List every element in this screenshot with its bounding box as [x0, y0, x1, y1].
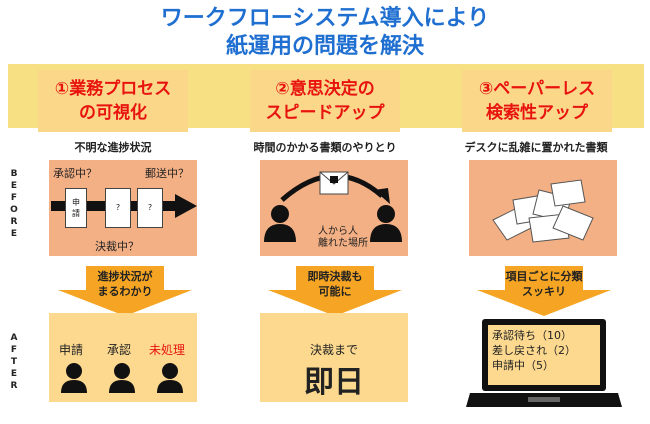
benefit-line: 進捗状況が	[97, 270, 153, 283]
side-before-letter: R	[10, 217, 18, 227]
person-icon	[370, 205, 402, 242]
problem-2: 時間のかかる書類のやりとり	[253, 141, 397, 154]
category-returned: 差し戻され（2）	[492, 344, 576, 357]
caption-line: 離れた場所	[318, 238, 368, 249]
header-speed: ②意思決定の スピードアップ	[250, 70, 400, 132]
side-after-letter: F	[10, 345, 18, 355]
doc-char: 請	[72, 209, 80, 218]
header-paperless-line1: ③ペーパーレス	[478, 79, 596, 99]
side-before-letter: F	[10, 193, 18, 203]
side-before: B E F O R E	[8, 168, 20, 240]
header-speed-line2: スピードアップ	[265, 103, 385, 123]
down-arrow-icon	[477, 266, 611, 316]
document-icon: ?	[105, 188, 131, 228]
before-box-2: 人から人 離れた場所	[260, 160, 408, 256]
side-after-letter: E	[10, 369, 18, 379]
title-line-2: 紙運用の問題を解決	[225, 34, 424, 59]
header-paperless: ③ペーパーレス 検索性アップ	[462, 70, 612, 132]
same-day-text: 即日	[304, 365, 364, 400]
doc-char: ?	[115, 203, 121, 212]
benefit-line: 即時決裁も	[307, 270, 363, 283]
benefit-line: 項目ごとに分類	[505, 270, 583, 283]
status-label-approved: 承認	[107, 343, 132, 357]
decision-label: 決裁まで	[309, 343, 358, 357]
person-icon	[109, 363, 135, 393]
person-icon	[264, 205, 296, 242]
side-after-letter: R	[10, 381, 18, 391]
person-icon	[61, 363, 87, 393]
after-box-2: 決裁まで 即日	[260, 313, 408, 402]
before-box-3	[469, 160, 617, 256]
arrowhead-icon	[374, 188, 390, 204]
laptop-screen-list: 承認待ち（10） 差し戻され（2） 申請中（5）	[492, 328, 576, 373]
benefit-3: 項目ごとに分類 スッキリ	[489, 269, 599, 299]
side-before-letter: E	[10, 229, 18, 239]
side-before-letter: E	[10, 181, 18, 191]
mailing-text: 郵送中？	[145, 167, 189, 180]
status-label-unprocessed: 未処理	[149, 343, 186, 357]
benefit-line: 可能に	[318, 285, 352, 298]
doc-char: 申	[72, 198, 80, 207]
category-applying: 申請中（5）	[492, 359, 554, 372]
document-icon: ?	[137, 188, 163, 228]
category-approval-waiting: 承認待ち（10）	[492, 329, 572, 342]
scattered-papers-icon	[492, 179, 594, 243]
benefit-1: 進捗状況が まるわかり	[70, 269, 180, 299]
benefit-line: スッキリ	[522, 285, 566, 298]
header-visibility-line2: の可視化	[79, 103, 147, 123]
before-box-1: 承認中？ 郵送中？ 申 請 ? ? 決裁中？	[49, 160, 197, 256]
down-arrow-icon	[58, 266, 192, 316]
caption-line: 人から人	[318, 226, 358, 237]
problem-1: 不明な進捗状況	[74, 141, 152, 154]
approving-text: 承認中？	[53, 167, 97, 180]
exchange-caption: 人から人 離れた場所	[318, 226, 368, 250]
problem-3: デスクに乱雑に置かれた書類	[464, 141, 608, 154]
laptop-icon	[466, 319, 622, 407]
status-label-applied: 申請	[59, 343, 84, 357]
exchange-illustration	[264, 171, 402, 242]
header-visibility-line1: ①業務プロセス	[54, 79, 172, 99]
deciding-text: 決裁中？	[95, 240, 139, 253]
side-before-letter: O	[10, 205, 18, 215]
header-paperless-line2: 検索性アップ	[486, 103, 588, 123]
header-visibility: ①業務プロセス の可視化	[38, 70, 188, 132]
down-arrow-icon	[268, 266, 402, 316]
title-line-1: ワークフローシステム導入により	[160, 6, 490, 31]
side-after: A F T E R	[8, 332, 20, 392]
doc-char: ?	[147, 203, 153, 212]
document-icon: 申 請	[65, 188, 87, 228]
benefit-2: 即時決裁も 可能に	[280, 269, 390, 299]
person-icon	[157, 363, 183, 393]
after-box-1: 申請 承認 未処理	[49, 313, 197, 402]
side-before-letter: B	[10, 169, 18, 179]
header-speed-line1: ②意思決定の	[275, 79, 375, 99]
side-after-letter: A	[10, 333, 18, 343]
side-after-letter: T	[10, 357, 18, 367]
benefit-line: まるわかり	[97, 285, 153, 298]
